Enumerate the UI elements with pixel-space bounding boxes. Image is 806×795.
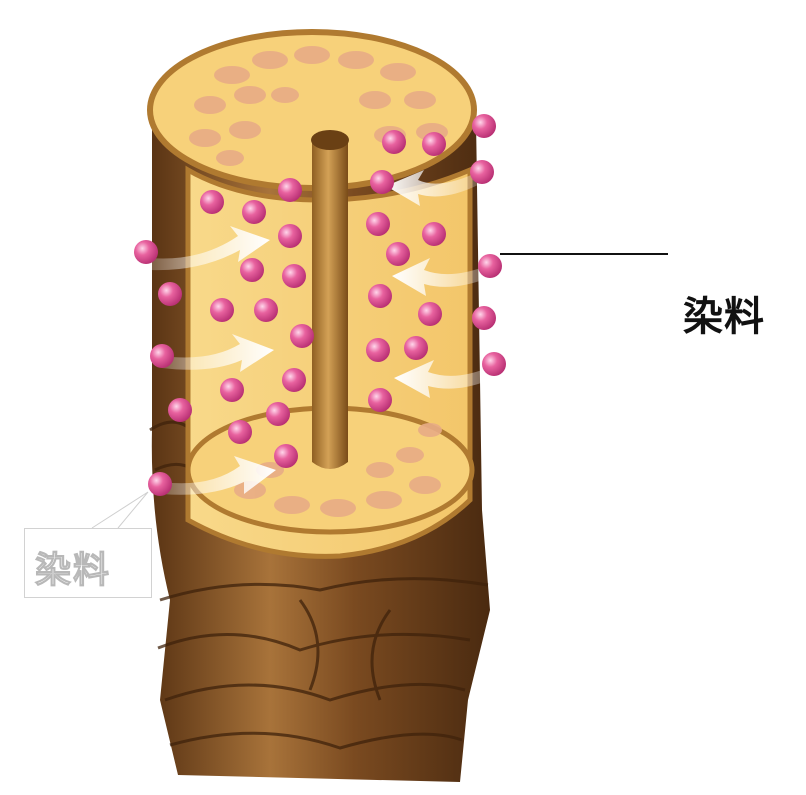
dye-particle	[220, 378, 244, 402]
dye-particle	[266, 402, 290, 426]
dye-particle	[422, 132, 446, 156]
dye-particle	[472, 114, 496, 138]
dye-particle	[168, 398, 192, 422]
dye-particle	[472, 306, 496, 330]
dye-particle	[282, 368, 306, 392]
dye-particle	[278, 224, 302, 248]
dye-particle	[370, 170, 394, 194]
dye-particle	[404, 336, 428, 360]
dye-particle	[210, 298, 234, 322]
callout-label: 染料	[683, 284, 765, 342]
dye-particle	[366, 212, 390, 236]
dye-particle	[368, 284, 392, 308]
dye-particle	[200, 190, 224, 214]
dye-particle	[240, 258, 264, 282]
watermark-pointer	[92, 492, 148, 528]
dye-particle	[368, 388, 392, 412]
dye-particle	[478, 254, 502, 278]
medulla-top	[311, 130, 349, 150]
watermark-text: 染料	[35, 541, 111, 593]
dye-particle	[242, 200, 266, 224]
dye-particle	[278, 178, 302, 202]
dye-particle	[150, 344, 174, 368]
dye-particle	[470, 160, 494, 184]
dye-particle	[254, 298, 278, 322]
dye-particle	[148, 472, 172, 496]
dye-particle	[274, 444, 298, 468]
dye-particle	[290, 324, 314, 348]
dye-particle	[158, 282, 182, 306]
dye-particle	[386, 242, 410, 266]
dye-particle	[366, 338, 390, 362]
dye-particle	[418, 302, 442, 326]
watermark-box: 染料	[24, 528, 152, 598]
dye-particle	[282, 264, 306, 288]
dye-particle	[134, 240, 158, 264]
dye-particle	[482, 352, 506, 376]
dye-particle	[228, 420, 252, 444]
dye-particle	[422, 222, 446, 246]
medulla-core	[312, 142, 348, 469]
dye-particle	[382, 130, 406, 154]
